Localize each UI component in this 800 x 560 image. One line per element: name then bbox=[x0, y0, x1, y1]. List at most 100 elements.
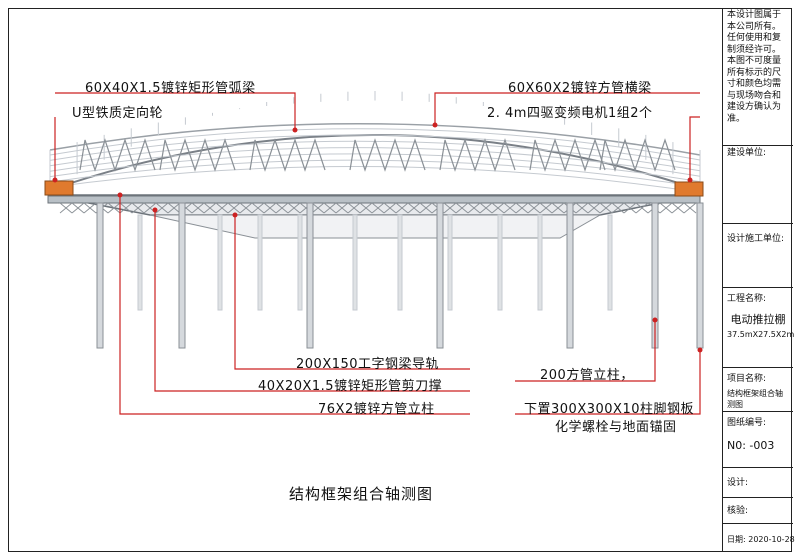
label-column200: 200方管立柱， bbox=[540, 368, 634, 383]
scissor-brace bbox=[503, 202, 517, 214]
column-back bbox=[497, 214, 503, 311]
label-motor: 2. 4m四驱变频电机1组2个 bbox=[487, 106, 653, 121]
scissor-brace bbox=[191, 202, 205, 214]
project-cell: 工程名称: 电动推拉棚 37.5mX27.5X2m bbox=[723, 288, 794, 368]
contractor-cell: 设计施工单位: bbox=[723, 224, 793, 288]
date-value: 2020-10-28 bbox=[748, 535, 795, 544]
deck-front-beam bbox=[47, 195, 701, 204]
scissor-brace bbox=[323, 202, 337, 214]
label-column76: 76X2镀锌方管立柱 bbox=[318, 402, 435, 417]
drawing-title: 结构框架组合轴测图 bbox=[288, 485, 433, 503]
scissor-brace bbox=[347, 202, 361, 214]
item-name: 结构框架组合轴测图 bbox=[727, 388, 783, 410]
label-cross-beam: 60X60X2镀锌方管横梁 bbox=[508, 81, 652, 96]
client-cell: 建设单位: bbox=[723, 146, 793, 224]
client-label: 建设单位: bbox=[727, 148, 767, 158]
scissor-brace bbox=[119, 202, 133, 214]
leader-scissor bbox=[154, 210, 470, 392]
roof-truss bbox=[599, 138, 676, 172]
column-front bbox=[696, 202, 704, 349]
scissor-brace bbox=[635, 202, 649, 214]
column-front bbox=[566, 202, 574, 349]
scissor-brace bbox=[287, 202, 301, 214]
column-back bbox=[217, 214, 223, 311]
title-block: 本设计图属于本公司所有。任何使用和复制须经许可。本图不可度量所有标示的尺寸和颜色… bbox=[722, 8, 795, 552]
item-label: 项目名称: bbox=[727, 374, 767, 384]
scissor-brace bbox=[167, 202, 181, 214]
scissor-brace bbox=[335, 202, 349, 214]
scissor-brace bbox=[359, 202, 373, 214]
scissor-brace bbox=[263, 202, 277, 214]
date-cell: 日期: 2020-10-28 bbox=[723, 524, 795, 552]
roof-truss bbox=[159, 138, 236, 172]
label-rail: 200X150工字钢梁导轨 bbox=[296, 357, 440, 372]
scissor-brace bbox=[203, 202, 217, 214]
scissor-brace bbox=[443, 202, 457, 214]
roof-truss bbox=[529, 138, 606, 172]
design-cell: 设计: bbox=[723, 468, 793, 498]
roof-trusses bbox=[79, 138, 676, 172]
column-back bbox=[352, 214, 358, 311]
leader-lines bbox=[54, 92, 701, 415]
drawing-no-label: 图纸编号: bbox=[727, 418, 767, 428]
scissor-brace bbox=[395, 202, 409, 214]
column-front bbox=[96, 202, 104, 349]
drawing-no-cell: 图纸编号: N0: -003 bbox=[723, 412, 793, 468]
scissor-brace bbox=[239, 202, 253, 214]
leader-motor bbox=[689, 116, 700, 180]
scissor-brace bbox=[227, 202, 241, 214]
leader-rail bbox=[234, 215, 470, 370]
scissor-brace bbox=[575, 202, 589, 214]
roof-truss bbox=[349, 138, 426, 172]
drawing-no: N0: -003 bbox=[727, 438, 775, 452]
scissor-brace bbox=[83, 202, 97, 214]
drawing-sheet bbox=[8, 8, 792, 552]
columns bbox=[96, 202, 704, 349]
column-front bbox=[306, 202, 314, 349]
scissor-brace bbox=[107, 202, 121, 214]
label-arc-beam: 60X40X1.5镀锌矩形管弧梁 bbox=[85, 81, 256, 96]
title-block-note-cell: 本设计图属于本公司所有。任何使用和复制须经许可。本图不可度量所有标示的尺寸和颜色… bbox=[723, 8, 793, 146]
column-back bbox=[447, 214, 453, 311]
scissor-brace bbox=[611, 202, 625, 214]
scissor-brace bbox=[371, 202, 385, 214]
scissor-brace bbox=[383, 202, 397, 214]
column-front bbox=[178, 202, 186, 349]
scissor-brace bbox=[155, 202, 169, 214]
scissor-brace bbox=[551, 202, 565, 214]
project-label: 工程名称: bbox=[727, 294, 767, 304]
scissor-brace bbox=[479, 202, 493, 214]
column-back bbox=[257, 214, 263, 311]
leader-arrows bbox=[52, 122, 703, 353]
column-back bbox=[607, 214, 613, 311]
scissor-brace bbox=[527, 202, 541, 214]
scissor-brace bbox=[515, 202, 529, 214]
roof-purlin bbox=[49, 165, 701, 193]
column-back bbox=[137, 214, 143, 311]
motor-left bbox=[44, 180, 74, 196]
item-cell: 项目名称: 结构框架组合轴测图 bbox=[723, 368, 793, 412]
roof-arch-back bbox=[49, 122, 701, 156]
column-back bbox=[537, 214, 543, 311]
scissor-brace bbox=[71, 202, 85, 214]
scissor-brace bbox=[131, 202, 145, 214]
scissor-brace bbox=[455, 202, 469, 214]
check-cell: 核验: bbox=[723, 498, 793, 524]
scissor-brace bbox=[275, 202, 289, 214]
label-scissor: 40X20X1.5镀锌矩形管剪刀撑 bbox=[258, 379, 443, 394]
roof-purlin bbox=[49, 159, 701, 188]
roof-truss bbox=[79, 138, 156, 172]
label-anchor: 化学螺栓与地面锚固 bbox=[555, 420, 677, 435]
label-base-plate: 下置300X300X10柱脚钢板 bbox=[524, 402, 694, 417]
column-back bbox=[297, 214, 303, 311]
scissor-brace bbox=[407, 202, 421, 214]
scissor-brace bbox=[311, 202, 325, 214]
scissor-brace bbox=[599, 202, 613, 214]
column-back bbox=[397, 214, 403, 311]
contractor-label: 设计施工单位: bbox=[727, 234, 785, 244]
roof-truss bbox=[249, 138, 326, 172]
roof-truss bbox=[439, 138, 516, 172]
scissor-brace bbox=[419, 202, 433, 214]
motor-right bbox=[674, 181, 704, 197]
